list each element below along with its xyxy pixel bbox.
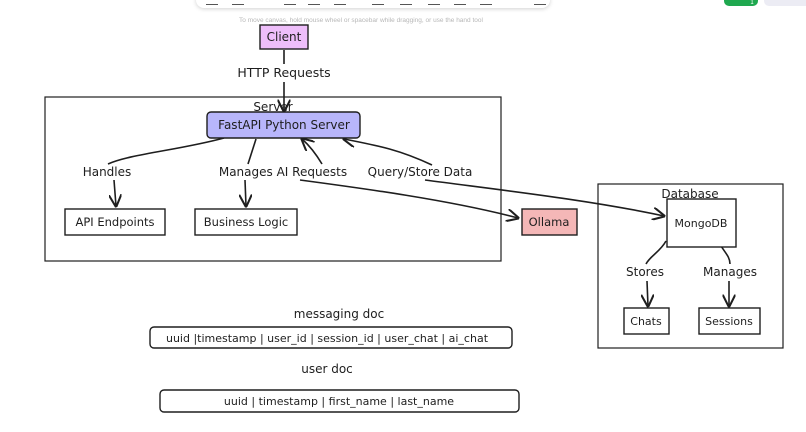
edges bbox=[107, 50, 730, 306]
database-frame[interactable]: Database bbox=[597, 183, 784, 349]
node-ollama-label: Ollama bbox=[529, 215, 570, 229]
node-sessions-label: Sessions bbox=[705, 315, 753, 328]
editor-toolbar: AI bbox=[196, 0, 550, 8]
toolbar-tool-button[interactable] bbox=[206, 0, 218, 5]
label-handles: Handles bbox=[83, 165, 132, 179]
node-mongodb[interactable]: MongoDB bbox=[666, 198, 737, 248]
toolbar-tool-button[interactable] bbox=[232, 0, 244, 5]
toolbar-tool-button[interactable] bbox=[334, 0, 346, 5]
library-button[interactable] bbox=[764, 0, 806, 6]
node-mongodb-label: MongoDB bbox=[675, 217, 728, 230]
user-doc-title: user doc bbox=[301, 362, 353, 376]
node-api-endpoints-label: API Endpoints bbox=[75, 215, 154, 229]
toolbar-tool-button[interactable] bbox=[454, 0, 466, 5]
messaging-doc-fields: uuid |timestamp | user_id | session_id |… bbox=[166, 332, 489, 345]
database-frame-label: Database bbox=[661, 187, 718, 201]
node-client[interactable]: Client bbox=[259, 24, 309, 50]
edge-ai-requests-return[interactable] bbox=[302, 139, 323, 165]
edge-manages-lower[interactable] bbox=[245, 179, 246, 206]
user-doc[interactable]: user doc uuid | timestamp | first_name |… bbox=[159, 362, 520, 413]
edge-to-ollama[interactable] bbox=[299, 179, 518, 218]
node-fastapi-label: FastAPI Python Server bbox=[218, 118, 350, 132]
share-count: 1 bbox=[750, 0, 754, 6]
node-api-endpoints[interactable]: API Endpoints bbox=[64, 208, 166, 236]
edge-manages-upper[interactable] bbox=[247, 138, 257, 165]
toolbar-tool-button[interactable] bbox=[428, 0, 440, 5]
edge-labels: HTTP Requests Handles Manages AI Request… bbox=[83, 65, 757, 279]
node-business-logic-label: Business Logic bbox=[204, 215, 288, 229]
node-chats-label: Chats bbox=[630, 315, 662, 328]
share-button[interactable]: 1 bbox=[724, 0, 758, 6]
edge-query-store-return[interactable] bbox=[344, 139, 433, 166]
messaging-doc[interactable]: messaging doc uuid |timestamp | user_id … bbox=[149, 307, 513, 349]
canvas-hint: To move canvas, hold mouse wheel or spac… bbox=[239, 17, 483, 24]
user-doc-fields: uuid | timestamp | first_name | last_nam… bbox=[224, 395, 454, 408]
toolbar-tool-button[interactable] bbox=[480, 0, 492, 5]
label-http-requests: HTTP Requests bbox=[237, 65, 330, 80]
node-chats[interactable]: Chats bbox=[623, 307, 670, 335]
toolbar-tool-button[interactable] bbox=[308, 0, 320, 5]
label-query-store-data: Query/Store Data bbox=[368, 165, 473, 179]
edge-stores-lower[interactable] bbox=[647, 280, 648, 306]
node-ollama[interactable]: Ollama bbox=[521, 208, 578, 236]
toolbar-tool-button[interactable] bbox=[400, 0, 412, 5]
label-manages: Manages bbox=[703, 265, 757, 279]
edge-handles-lower[interactable] bbox=[114, 179, 116, 206]
label-stores: Stores bbox=[626, 265, 664, 279]
toolbar-tool-button[interactable] bbox=[284, 0, 296, 5]
toolbar-extra-tools-button[interactable] bbox=[534, 0, 546, 5]
node-client-label: Client bbox=[267, 30, 302, 44]
toolbar-tool-button[interactable] bbox=[372, 0, 384, 5]
edge-stores-upper[interactable] bbox=[645, 240, 667, 265]
messaging-doc-title: messaging doc bbox=[294, 307, 384, 321]
edge-to-mongodb[interactable] bbox=[424, 179, 664, 216]
node-fastapi-server[interactable]: FastAPI Python Server bbox=[206, 111, 361, 139]
label-manages-ai-requests: Manages AI Requests bbox=[219, 165, 347, 179]
edge-handles-upper[interactable] bbox=[107, 137, 225, 165]
node-business-logic[interactable]: Business Logic bbox=[194, 208, 298, 236]
node-sessions[interactable]: Sessions bbox=[698, 307, 761, 335]
